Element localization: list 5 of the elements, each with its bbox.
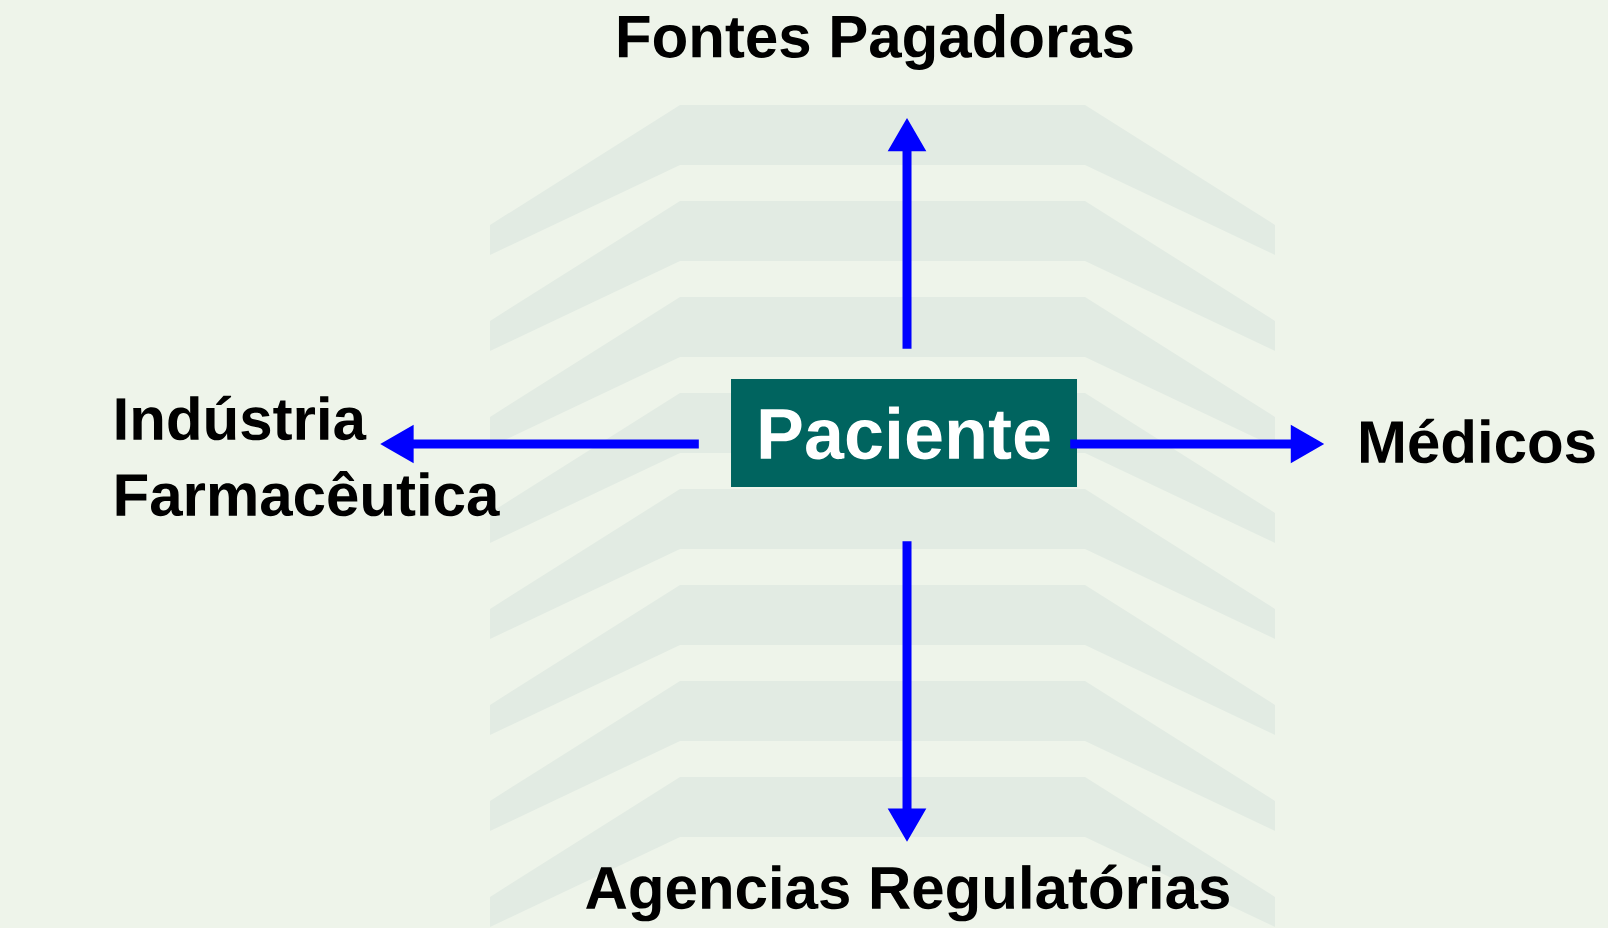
node-label: Médicos	[1361, 418, 1595, 464]
node-label: Fontes Pagadoras	[618, 13, 1133, 71]
process-box: Paciente	[731, 379, 1077, 487]
node-label: Indústria Farmacêutica	[116, 395, 500, 517]
node-label: Agencias Regulatórias	[586, 864, 1229, 922]
